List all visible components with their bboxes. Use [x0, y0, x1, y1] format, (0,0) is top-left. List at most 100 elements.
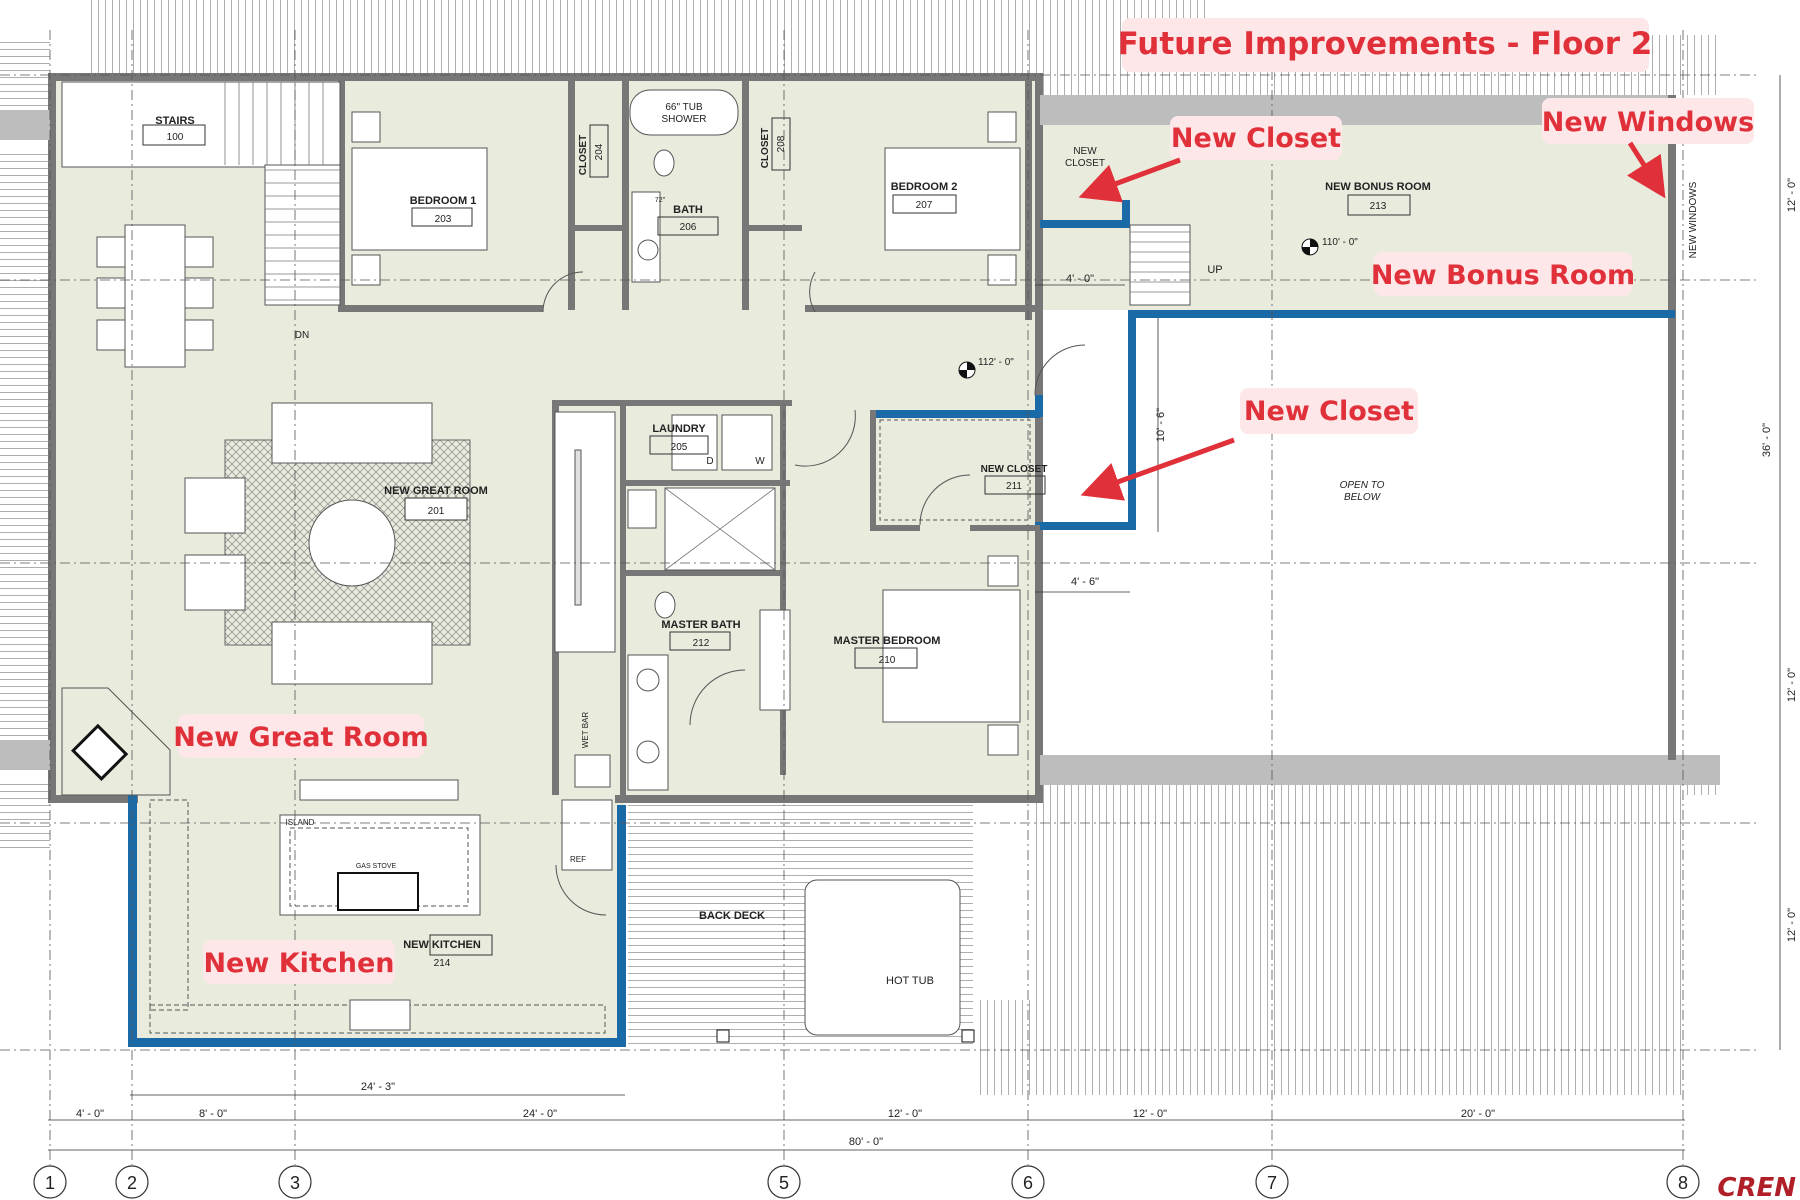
bonus-label: NEW BONUS ROOM [1325, 181, 1431, 193]
closet-208-number: 208 [776, 135, 787, 152]
bedroom-1-label: BEDROOM 1 [410, 195, 477, 207]
back-deck: BACK DECK HOT TUB [628, 805, 975, 1045]
grid-label-6: 6 [1023, 1173, 1033, 1193]
gas-stove-label: GAS STOVE [356, 863, 397, 870]
bath-number: 206 [680, 222, 697, 233]
bottom-dimensions [48, 1119, 1685, 1151]
back-deck-label: BACK DECK [699, 910, 765, 922]
laundry: W D LAUNDRY 205 [554, 409, 856, 653]
dim-bottom-3: 12' - 0" [888, 1108, 922, 1120]
dim-bottom-1: 8' - 0" [199, 1108, 227, 1120]
dim-right-2: 12' - 0" [1786, 668, 1798, 702]
hall-elevation: 112' - 0" [958, 344, 1086, 396]
annotations: Future Improvements - Floor 2 New Closet… [173, 18, 1754, 984]
closet-204-label: CLOSET [578, 135, 589, 176]
bedroom-1: BEDROOM 1 203 [351, 111, 584, 313]
dim-bottom-4: 12' - 0" [1133, 1108, 1167, 1120]
tub-label-2: SHOWER [662, 114, 707, 125]
new-windows-side-label: NEW WINDOWS [1688, 181, 1699, 258]
kitchen: ISLAND GAS STOVE REF WET BAR NEW KITCHEN… [149, 712, 613, 1034]
master-bath: MASTER BATH 212 [627, 487, 776, 791]
laundry-label: LAUNDRY [652, 423, 706, 435]
dim-4-0: 4' - 0" [1066, 273, 1094, 285]
dim-bottom-2: 24' - 0" [523, 1108, 557, 1120]
grid-label-3: 3 [290, 1173, 300, 1193]
closet-204-number: 204 [594, 143, 605, 160]
great-room-label: NEW GREAT ROOM [384, 485, 488, 497]
great-room-furniture: NEW GREAT ROOM 201 [61, 402, 488, 796]
ref-label: REF [570, 855, 586, 864]
grid-label-1: 1 [45, 1173, 55, 1193]
bath-206: 66" TUB SHOWER 72" BATH 206 [629, 89, 739, 283]
bedroom-1-number: 203 [435, 214, 452, 225]
elev-112: 112' - 0" [978, 357, 1014, 368]
dining-table [96, 224, 214, 368]
stairs-label: STAIRS [155, 115, 195, 127]
grid-label-8: 8 [1678, 1173, 1688, 1193]
note-new-great-room: New Great Room [173, 722, 429, 753]
master-bath-number: 212 [693, 638, 710, 649]
note-new-bonus-room: New Bonus Room [1371, 260, 1635, 291]
dim-right-1: 36' - 0" [1761, 423, 1773, 457]
bedroom-2: BEDROOM 2 207 [809, 111, 1021, 313]
note-new-windows: New Windows [1542, 107, 1754, 138]
new-closet-label: NEW CLOSET [981, 464, 1048, 475]
grid-label-7: 7 [1267, 1173, 1277, 1193]
new-closet-small-1: NEW [1073, 146, 1097, 157]
grid-label-2: 2 [127, 1173, 137, 1193]
wet-bar-label: WET BAR [581, 712, 590, 749]
new-closet-number: 211 [1006, 481, 1022, 492]
open-to-below: OPEN TO BELOW [1340, 480, 1385, 503]
great-room-number: 201 [428, 506, 445, 517]
master-bedroom-number: 210 [879, 655, 896, 666]
bath-label: BATH [673, 204, 703, 216]
grid-bubbles [33, 1165, 1700, 1199]
note-new-closet-mid: New Closet [1244, 396, 1414, 427]
bedroom-2-number: 207 [916, 200, 933, 211]
bonus-room: NEW CLOSET UP NEW BONUS ROOM 213 110' - … [1065, 146, 1699, 306]
closet-204: CLOSET 204 [578, 124, 609, 178]
master-bedroom: MASTER BEDROOM 210 [759, 555, 1021, 756]
dim-10-6: 10' - 6" [1155, 408, 1167, 442]
new-walls [128, 200, 1675, 1047]
page-title: Future Improvements - Floor 2 [1118, 26, 1653, 62]
elev-110: 110' - 0" [1322, 237, 1358, 248]
stairs-number: 100 [167, 132, 184, 143]
laundry-w: W [755, 456, 765, 467]
laundry-number: 205 [671, 442, 688, 453]
stairs: STAIRS 100 DN [61, 81, 341, 341]
new-closet-211: NEW CLOSET 211 [879, 419, 1048, 526]
open-below-2: BELOW [1344, 492, 1382, 503]
dim-24-3: 24' - 3" [361, 1081, 395, 1093]
master-bedroom-label: MASTER BEDROOM [834, 635, 941, 647]
exterior-walls [0, 73, 1720, 803]
dim-right-3: 12' - 0" [1786, 908, 1798, 942]
cren-logo: CREN [1717, 1173, 1796, 1200]
interior-dimensions [130, 284, 1159, 1096]
note-new-closet-top: New Closet [1171, 123, 1341, 154]
grid-label-5: 5 [779, 1173, 789, 1193]
closet-208: CLOSET 208 [760, 117, 791, 171]
dim-4-6: 4' - 6" [1071, 576, 1099, 588]
note-new-kitchen: New Kitchen [203, 948, 394, 979]
dim-total: 80' - 0" [849, 1136, 883, 1148]
dn-label: DN [295, 330, 309, 341]
dim-right-0: 12' - 0" [1786, 178, 1798, 212]
dim-bottom-5: 20' - 0" [1461, 1108, 1495, 1120]
dim-bottom-0: 4' - 0" [76, 1108, 104, 1120]
bedroom-2-label: BEDROOM 2 [891, 181, 958, 193]
new-closet-small-2: CLOSET [1065, 158, 1105, 169]
island-label: ISLAND [286, 818, 315, 827]
kitchen-label: NEW KITCHEN [403, 939, 481, 951]
open-below-1: OPEN TO [1340, 480, 1385, 491]
up-label: UP [1207, 264, 1222, 276]
laundry-d: D [706, 456, 713, 467]
tub-72-label: 72" [655, 197, 666, 204]
hot-tub-label: HOT TUB [886, 975, 934, 987]
closet-208-label: CLOSET [760, 128, 771, 169]
kitchen-number: 214 [434, 958, 451, 969]
master-bath-label: MASTER BATH [661, 619, 740, 631]
bonus-number: 213 [1370, 201, 1387, 212]
tub-label-1: 66" TUB [665, 102, 703, 113]
